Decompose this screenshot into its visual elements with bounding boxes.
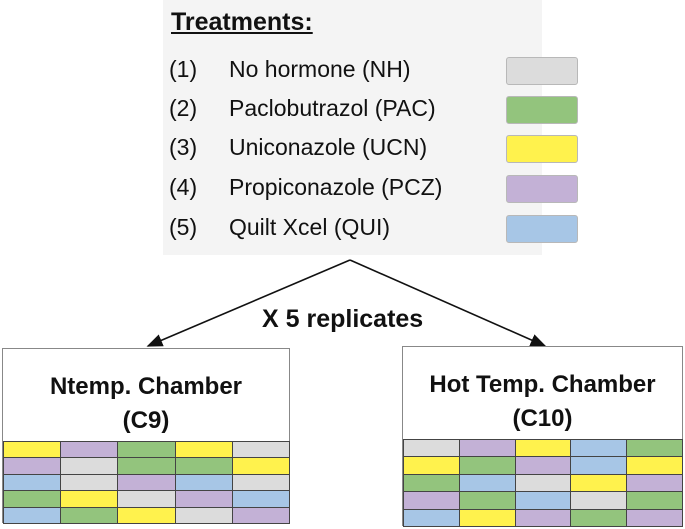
plant-grid-c9 (3, 441, 290, 524)
treatment-row-pcz: (4) Propiconazole (PCZ) (163, 170, 578, 208)
treatments-legend: Treatments: (1) No hormone (NH) (2) Pacl… (163, 0, 578, 255)
treatment-label: No hormone (NH) (229, 56, 411, 82)
chamber-c10: Hot Temp. Chamber (C10) (402, 346, 683, 527)
plot-cell-qui (570, 456, 628, 475)
plot-cell-qui (458, 473, 516, 493)
arrow-to-c9 (146, 259, 351, 347)
chamber-c9: Ntemp. Chamber (C9) (2, 348, 290, 524)
plot-cell-ucn (570, 473, 628, 493)
treatment-swatch-pac (506, 96, 578, 124)
plot-cell-qui (3, 506, 62, 524)
plot-cell-pcz (3, 457, 62, 475)
plot-cell-ucn (117, 506, 176, 524)
plot-cell-pac (458, 491, 516, 510)
treatment-swatch-nh (506, 57, 578, 85)
plot-cell-ucn (626, 456, 683, 475)
chamber-title: Ntemp. Chamber (49, 373, 243, 400)
plot-cell-nh (60, 457, 119, 475)
plot-cell-qui (3, 473, 62, 492)
plot-cell-pac (117, 457, 176, 475)
plot-cell-pac (626, 491, 683, 510)
plot-cell-nh (514, 473, 572, 493)
treatment-label: Propiconazole (PCZ) (229, 174, 443, 200)
plot-cell-qui (403, 508, 460, 527)
plot-cell-pcz (626, 473, 683, 493)
chamber-code: (C10) (512, 405, 573, 432)
plot-cell-pac (570, 508, 628, 527)
plot-cell-pcz (174, 490, 233, 508)
plot-cell-pcz (458, 439, 516, 458)
treatment-row-qui: (5) Quilt Xcel (QUI) (163, 210, 578, 248)
treatment-label: Quilt Xcel (QUI) (229, 214, 391, 240)
treatment-swatch-qui (506, 215, 578, 243)
plot-cell-pcz (403, 491, 460, 510)
plot-cell-ucn (458, 508, 516, 527)
treatment-number: (1) (169, 56, 198, 82)
plot-cell-qui (570, 439, 628, 458)
treatment-number: (4) (169, 174, 198, 200)
plot-cell-ucn (403, 456, 460, 475)
chamber-code: (C9) (122, 407, 170, 434)
plot-cell-nh (117, 490, 176, 508)
plot-cell-qui (174, 473, 233, 492)
plot-cell-pac (174, 457, 233, 475)
plot-cell-ucn (60, 490, 119, 508)
treatment-swatch-ucn (506, 135, 578, 163)
plot-cell-pac (458, 456, 516, 475)
plant-grid-c10 (403, 439, 683, 527)
treatment-number: (5) (169, 214, 198, 240)
arrow-to-c10 (349, 259, 547, 347)
legend-title: Treatments: (171, 8, 313, 36)
plot-cell-pcz (117, 473, 176, 492)
treatment-number: (2) (169, 95, 198, 121)
plot-cell-nh (403, 439, 460, 458)
plot-cell-pcz (514, 508, 572, 527)
plot-cell-pac (60, 506, 119, 524)
replicates-label: X 5 replicates (262, 305, 424, 333)
plot-cell-nh (231, 441, 290, 459)
plot-cell-nh (60, 473, 119, 492)
plot-cell-qui (231, 490, 290, 508)
treatment-label: Uniconazole (UCN) (229, 134, 428, 160)
plot-cell-ucn (174, 441, 233, 459)
plot-cell-nh (570, 491, 628, 510)
plot-cell-ucn (514, 439, 572, 458)
treatment-row-ucn: (3) Uniconazole (UCN) (163, 130, 578, 168)
plot-cell-ucn (3, 441, 62, 459)
plot-cell-pcz (626, 508, 683, 527)
treatment-row-pac: (2) Paclobutrazol (PAC) (163, 91, 578, 129)
plot-cell-nh (231, 473, 290, 492)
treatment-row-nh: (1) No hormone (NH) (163, 52, 578, 90)
plot-cell-pac (626, 439, 683, 458)
chamber-title: Hot Temp. Chamber (429, 371, 656, 398)
treatment-number: (3) (169, 134, 198, 160)
plot-cell-qui (514, 491, 572, 510)
plot-cell-pcz (60, 441, 119, 459)
plot-cell-pcz (514, 456, 572, 475)
plot-cell-pac (3, 490, 62, 508)
treatment-label: Paclobutrazol (PAC) (229, 95, 436, 121)
treatment-swatch-pcz (506, 175, 578, 203)
plot-cell-pac (117, 441, 176, 459)
plot-cell-pac (403, 473, 460, 493)
plot-cell-ucn (231, 457, 290, 475)
plot-cell-pcz (231, 506, 290, 524)
plot-cell-nh (174, 506, 233, 524)
